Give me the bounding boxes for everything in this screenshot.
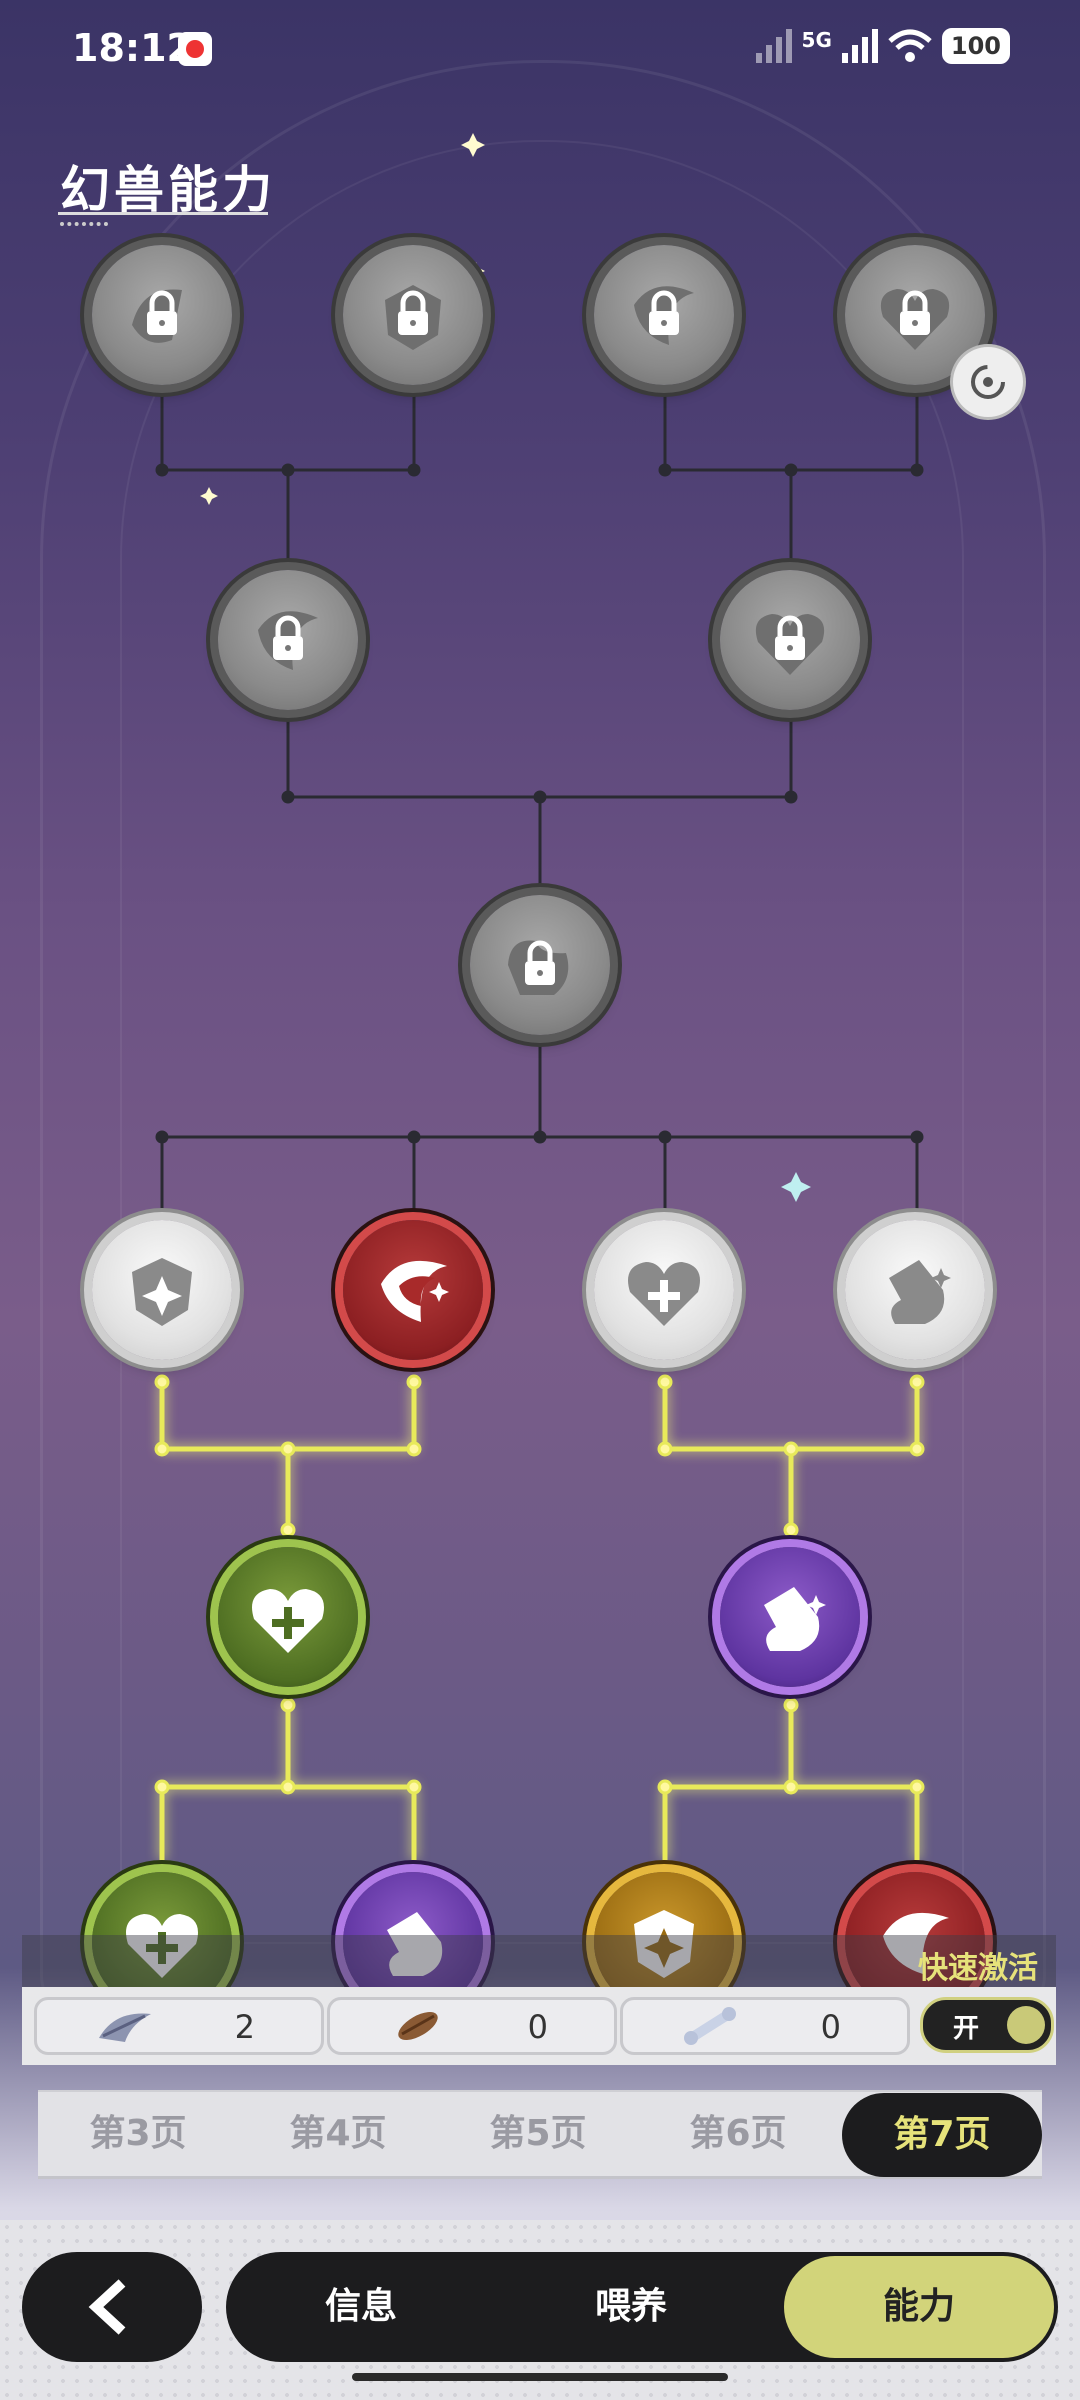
notification-app-icon — [178, 32, 212, 66]
signal-sim2-icon — [841, 29, 878, 63]
scroll-icon — [387, 1912, 443, 1976]
lock-icon — [132, 289, 182, 343]
lock-icon — [385, 285, 441, 350]
refresh-button[interactable] — [953, 347, 1023, 417]
toggle-knob — [1007, 2006, 1045, 2044]
lock-icon — [634, 286, 694, 345]
status-time: 18:12 — [72, 26, 193, 70]
tab-page-4[interactable]: 第4页 — [289, 2113, 387, 2154]
ability-node-locked[interactable] — [470, 895, 610, 1035]
quick-activate-panel: 快速激活 2 0 0 开 — [22, 1935, 1056, 2065]
home-indicator[interactable] — [352, 2373, 728, 2381]
materials-row: 2 0 0 开 — [22, 1987, 1056, 2065]
scroll-icon — [889, 1260, 951, 1324]
rope-material-icon — [398, 2012, 438, 2040]
quick-activate-label: 快速激活 — [918, 1951, 1038, 1986]
wifi-icon — [888, 29, 932, 62]
claw-icon — [381, 1260, 449, 1322]
heart-plus-icon — [628, 1262, 700, 1326]
heart-plus-icon — [252, 1589, 324, 1653]
network-type: 5G — [801, 28, 832, 52]
claw-icon — [883, 1912, 949, 1974]
ability-node-locked[interactable] — [218, 570, 358, 710]
material-count: 0 — [820, 2008, 841, 2046]
material-count: 0 — [527, 2008, 548, 2046]
tab-page-7[interactable]: 第7页 — [842, 2093, 1042, 2177]
ability-node-locked[interactable] — [845, 245, 985, 385]
back-arrow-icon — [88, 2279, 126, 2335]
status-bar: 18:12 5G 100 — [0, 0, 1080, 100]
material-slot-rope[interactable]: 0 — [327, 1997, 617, 2055]
ability-node-locked[interactable] — [594, 245, 734, 385]
ability-node-heart-heal-green[interactable] — [218, 1547, 358, 1687]
ability-node-scroll[interactable] — [845, 1220, 985, 1360]
ability-tree-lines — [154, 133, 925, 1860]
quick-activate-header: 快速激活 — [22, 1935, 1056, 1987]
shield-icon — [634, 1910, 694, 1978]
ability-node-locked[interactable] — [343, 245, 483, 385]
bottom-bar: 信息 喂养 能力 — [0, 2220, 1080, 2400]
lock-icon — [880, 289, 950, 350]
battery-level: 100 — [941, 28, 1010, 64]
ability-node-scroll-purple[interactable] — [720, 1547, 860, 1687]
toggle-label: 开 — [953, 2014, 980, 2044]
ability-node-locked[interactable] — [92, 245, 232, 385]
nav-info[interactable]: 信息 — [324, 2286, 397, 2327]
lock-icon — [508, 940, 569, 995]
lock-icon — [258, 611, 318, 670]
feather-material-icon — [99, 2013, 151, 2042]
shield-icon — [132, 1258, 192, 1326]
bottom-nav: 信息 喂养 能力 — [226, 2252, 1058, 2362]
material-slot-feather[interactable]: 2 — [34, 1997, 324, 2055]
material-slot-bone[interactable]: 0 — [620, 1997, 910, 2055]
ability-node-heart-heal[interactable] — [594, 1220, 734, 1360]
signal-sim1-icon — [755, 29, 792, 63]
tab-page-3[interactable]: 第3页 — [89, 2113, 187, 2154]
ability-node-shield[interactable] — [92, 1220, 232, 1360]
title-underline — [58, 212, 268, 215]
nav-ability[interactable]: 能力 — [784, 2256, 1054, 2358]
back-button[interactable] — [22, 2252, 202, 2362]
nav-feed[interactable]: 喂养 — [594, 2286, 667, 2327]
material-count: 2 — [234, 2008, 255, 2046]
ability-node-claw[interactable] — [343, 1220, 483, 1360]
quick-activate-toggle[interactable]: 开 — [920, 1997, 1054, 2053]
refresh-icon — [971, 365, 1005, 399]
status-icons: 5G 100 — [755, 28, 1010, 64]
bone-material-icon — [684, 2007, 736, 2045]
page-title: 幻兽能力 — [60, 161, 276, 219]
tab-page-6[interactable]: 第6页 — [689, 2113, 787, 2154]
tab-page-5[interactable]: 第5页 — [489, 2113, 587, 2154]
lock-icon — [755, 614, 825, 675]
scroll-icon — [764, 1587, 826, 1651]
heart-plus-icon — [126, 1914, 198, 1978]
page-tabs: 第3页 第4页 第5页 第6页 第7页 — [38, 2090, 1042, 2179]
ability-node-locked[interactable] — [720, 570, 860, 710]
title-dots — [60, 222, 108, 230]
